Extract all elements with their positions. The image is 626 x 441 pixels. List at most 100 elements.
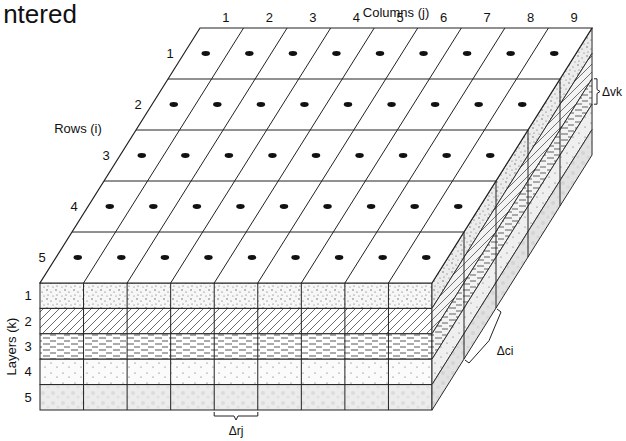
column-line [214,28,374,283]
cell-node-dot [289,51,297,56]
cell-node-dot [213,102,221,107]
column-number: 5 [396,11,403,24]
column-line [171,28,331,283]
row-line [104,181,496,182]
cell-node-dot [474,102,482,107]
row-number: 1 [166,47,173,60]
column-number: 3 [309,11,316,24]
front-layer [40,308,432,333]
row-number: 4 [70,200,77,213]
cell-node-dot [332,51,340,56]
column-line [127,283,128,410]
column-line [345,28,505,283]
cell-node-dot [486,153,494,158]
row-line [528,130,529,257]
column-line [127,28,287,283]
cell-node-dot [170,102,178,107]
layer-number: 2 [24,315,31,328]
column-line [214,283,215,410]
dimension-label: Δrj [229,425,244,437]
column-line [301,28,461,283]
cell-node-dot [257,102,265,107]
cell-node-dot [550,51,558,56]
row-line [72,232,464,233]
heading-fragment: ntered [3,1,77,27]
cell-node-dot [181,153,189,158]
cell-node-dot [280,204,288,209]
cell-node-dot [367,204,375,209]
row-number: 5 [38,251,45,264]
cell-node-dot [161,255,169,260]
column-line [83,283,84,410]
column-number: 4 [353,11,360,24]
column-number: 9 [571,11,578,24]
cell-node-dot [193,204,201,209]
cell-node-dot [431,102,439,107]
dimension-bracket [465,309,501,363]
column-number: 6 [440,11,447,24]
cell-node-dot [387,102,395,107]
axis-title: Layers (k) [6,318,19,376]
column-line [170,283,171,410]
cell-node-dot [268,153,276,158]
cell-node-dot [138,153,146,158]
column-line [388,28,548,283]
layer-number: 1 [24,289,31,302]
layer-number: 4 [24,365,31,378]
cell-node-dot [312,153,320,158]
row-line [136,130,528,131]
cell-node-dot [225,153,233,158]
column-number: 7 [483,11,490,24]
cell-node-dot [442,153,450,158]
cell-node-dot [518,102,526,107]
front-layer [40,359,432,384]
cell-node-dot [236,204,244,209]
row-line [560,79,561,206]
cell-node-dot [117,255,125,260]
cell-node-dot [74,255,82,260]
column-line [84,28,244,283]
cell-node-dot [202,51,210,56]
cell-node-dot [506,51,514,56]
cell-node-dot [410,204,418,209]
dimension-label: Δci [497,345,514,357]
column-line [344,283,345,410]
dimension-bracket [214,412,258,420]
cell-node-dot [419,51,427,56]
column-number: 1 [222,11,229,24]
row-number: 3 [102,149,109,162]
cell-node-dot [399,153,407,158]
axis-title: Rows (i) [54,122,102,135]
cell-node-dot [335,255,343,260]
cell-node-dot [355,153,363,158]
cell-node-dot [300,102,308,107]
row-line [168,79,560,80]
column-line [388,283,389,410]
cell-node-dot [245,51,253,56]
cell-node-dot [106,204,114,209]
axis-title: Columns (j) [363,6,429,19]
cell-node-dot [323,204,331,209]
column-number: 2 [266,11,273,24]
dimension-bracket [594,79,600,104]
cell-node-dot [149,204,157,209]
column-line [301,283,302,410]
cell-node-dot [248,255,256,260]
top-face [40,28,592,283]
cell-node-dot [463,51,471,56]
cell-node-dot [344,102,352,107]
column-line [257,283,258,410]
cell-node-dot [376,51,384,56]
row-line [464,232,465,359]
front-layer [40,385,432,410]
column-line [258,28,418,283]
dimension-label: Δvk [602,86,622,98]
cell-node-dot [378,255,386,260]
layer-number: 5 [24,391,31,404]
cell-node-dot [291,255,299,260]
cell-node-dot [422,255,430,260]
row-number: 2 [134,98,141,111]
cell-node-dot [204,255,212,260]
